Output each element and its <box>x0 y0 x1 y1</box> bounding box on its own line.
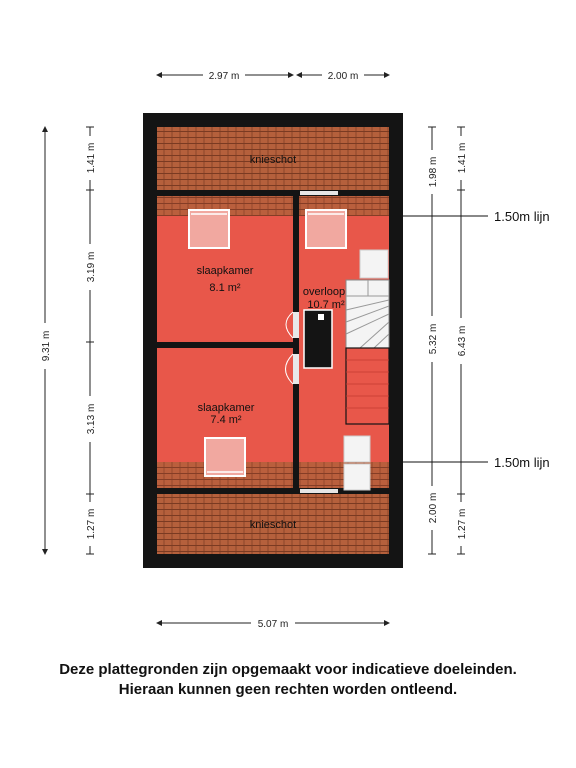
dim-right-a3: 2.00 m <box>428 493 439 524</box>
dim-left-seg1: 1.41 m <box>86 143 97 174</box>
wall-top-interior <box>157 190 389 196</box>
dim-right-b3: 1.27 m <box>457 509 468 540</box>
wall-bedrooms-divider <box>157 342 293 348</box>
bedroom2-name: slaapkamer <box>198 402 255 414</box>
dim-right-b1: 1.41 m <box>457 143 468 174</box>
cabinet-landing-bottom <box>343 463 371 491</box>
landing-area: 10.7 m² <box>307 299 345 311</box>
dim-top-right: 2.00 m <box>328 71 359 82</box>
attic-hatch <box>303 309 333 369</box>
bedroom1-name: slaapkamer <box>197 265 254 277</box>
wall-bottom-interior <box>157 488 389 494</box>
door-bedroom2 <box>285 353 299 385</box>
staircase <box>345 279 390 425</box>
bedroom1-area: 8.1 m² <box>209 282 241 294</box>
dim-left-total: 9.31 m <box>41 331 52 362</box>
landing-name: overloop <box>303 286 345 298</box>
dim-bottom: 5.07 m <box>258 619 289 630</box>
knieschot-top-area <box>157 127 389 190</box>
height-line-bottom-label: 1.50m lijn <box>494 455 550 470</box>
dim-right-b2: 6.43 m <box>457 326 468 357</box>
height-line-top-label: 1.50m lijn <box>494 209 550 224</box>
dim-left-seg4: 1.27 m <box>86 509 97 540</box>
roof-window-landing <box>305 209 347 249</box>
knieschot-bottom-label: knieschot <box>250 519 296 531</box>
disclaimer-line1: Deze plattegronden zijn opgemaakt voor i… <box>59 661 517 678</box>
knieschot-top-label: knieschot <box>250 154 296 166</box>
floor-plan: knieschot knieschot slaapkamer 8.1 m² sl… <box>41 71 550 630</box>
cabinet-landing-top <box>359 249 389 279</box>
dim-left-seg3: 3.13 m <box>86 404 97 435</box>
cabinet-landing-mid <box>343 435 371 463</box>
disclaimer-line2: Hieraan kunnen geen rechten worden ontle… <box>118 681 458 698</box>
dim-top-left: 2.97 m <box>209 71 240 82</box>
knieschot-bottom-area <box>157 494 389 554</box>
dim-left-seg2: 3.19 m <box>86 252 97 283</box>
dim-left-segments <box>83 126 97 555</box>
dim-right-b <box>454 126 468 555</box>
roof-window-bedroom2 <box>204 437 246 477</box>
bedroom2-area: 7.4 m² <box>210 414 242 426</box>
roof-window-bedroom1 <box>188 209 230 249</box>
window-top-landing <box>300 191 338 195</box>
dim-right-a1: 1.98 m <box>428 157 439 188</box>
wall-center-vertical <box>293 190 299 494</box>
door-bedroom1 <box>285 311 299 339</box>
dim-right-a2: 5.32 m <box>428 324 439 355</box>
window-bottom-landing <box>300 489 338 493</box>
